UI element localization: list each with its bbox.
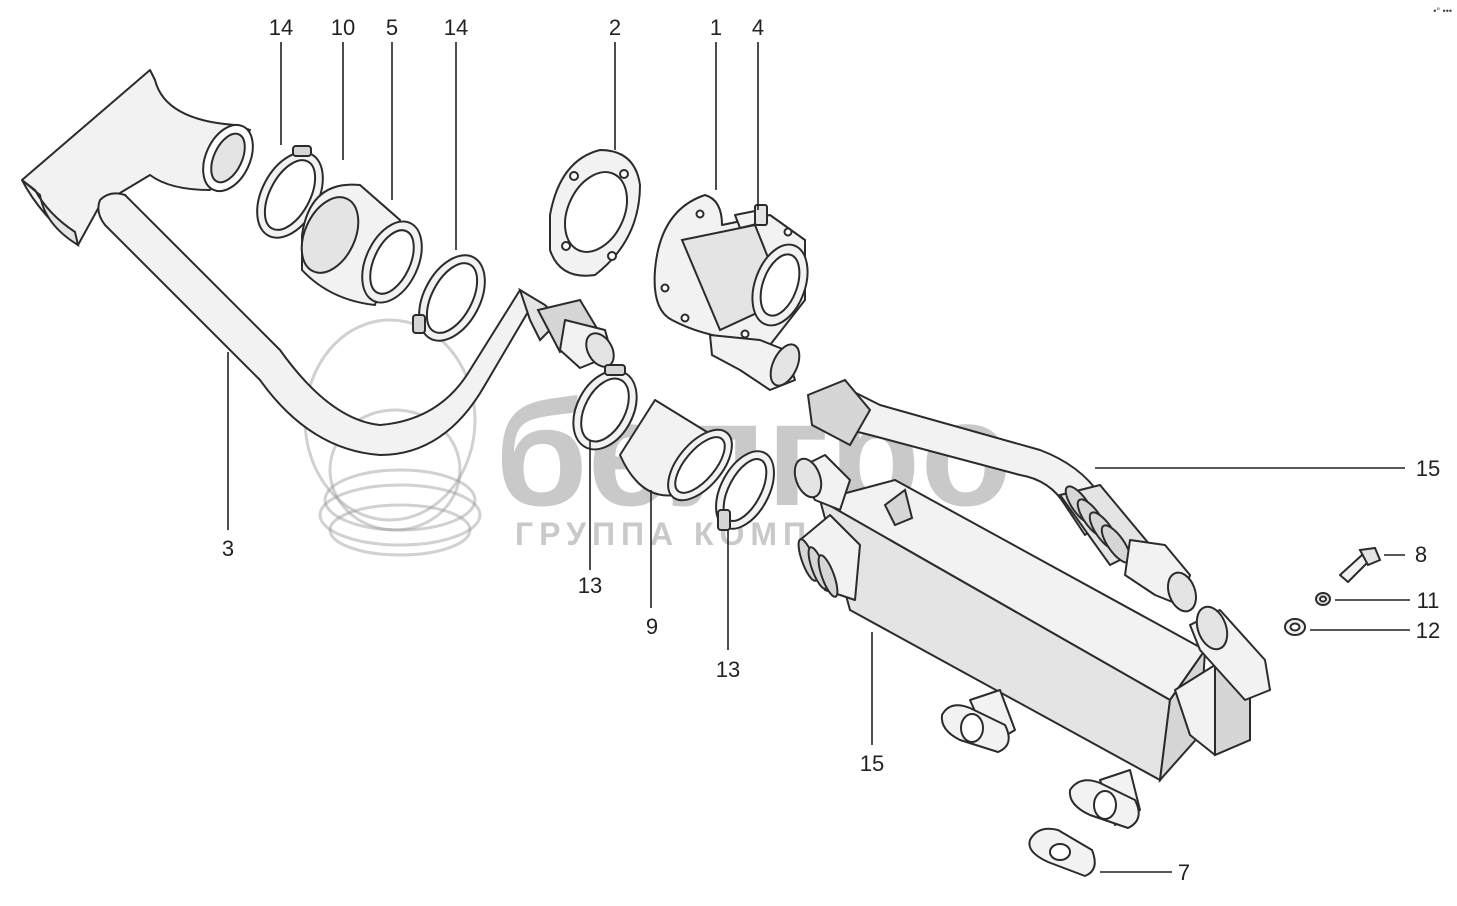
corner-mark: •° ••• [1433,6,1452,16]
part-8-bolt [1339,546,1382,583]
part-4-bolt [734,204,768,229]
callout-10: 10 [331,15,355,40]
part-9-short-hose [619,399,733,502]
callout-13-right: 13 [716,657,740,682]
callout-2: 2 [609,15,621,40]
callout-14-top-left: 14 [269,15,293,40]
callout-3: 3 [222,536,234,561]
callout-7: 7 [1178,860,1190,885]
callout-9: 9 [646,614,658,639]
part-2-flange-gasket [549,149,641,277]
callout-14-top-right: 14 [444,15,468,40]
callout-11: 11 [1417,588,1440,613]
part-5-hose-sleeve [300,183,423,306]
part-7-flange-gasket [1028,827,1096,877]
callout-12: 12 [1416,618,1440,643]
part-14-hose-clamp-right [412,254,486,342]
callout-13-left: 13 [578,573,602,598]
part-13-hose-clamp-right [715,450,775,531]
callout-labels: 14 10 5 14 2 1 4 3 13 9 13 15 15 8 11 12… [222,15,1440,885]
callout-15-lower: 15 [860,751,884,776]
callout-15-upper: 15 [1416,456,1440,481]
callout-4: 4 [752,15,764,40]
part-11-spring-washer [1315,592,1331,606]
part-3-bent-pipe [21,69,615,456]
part-12-flat-washer [1284,618,1306,636]
part-1-flanged-pipe [653,194,809,391]
part-13-hose-clamp-left [572,364,638,451]
callout-5: 5 [386,15,398,40]
callout-8: 8 [1415,542,1427,567]
callout-1: 1 [710,15,722,40]
part-15-heat-exchanger [793,378,1271,829]
leader-lines [227,42,1410,873]
